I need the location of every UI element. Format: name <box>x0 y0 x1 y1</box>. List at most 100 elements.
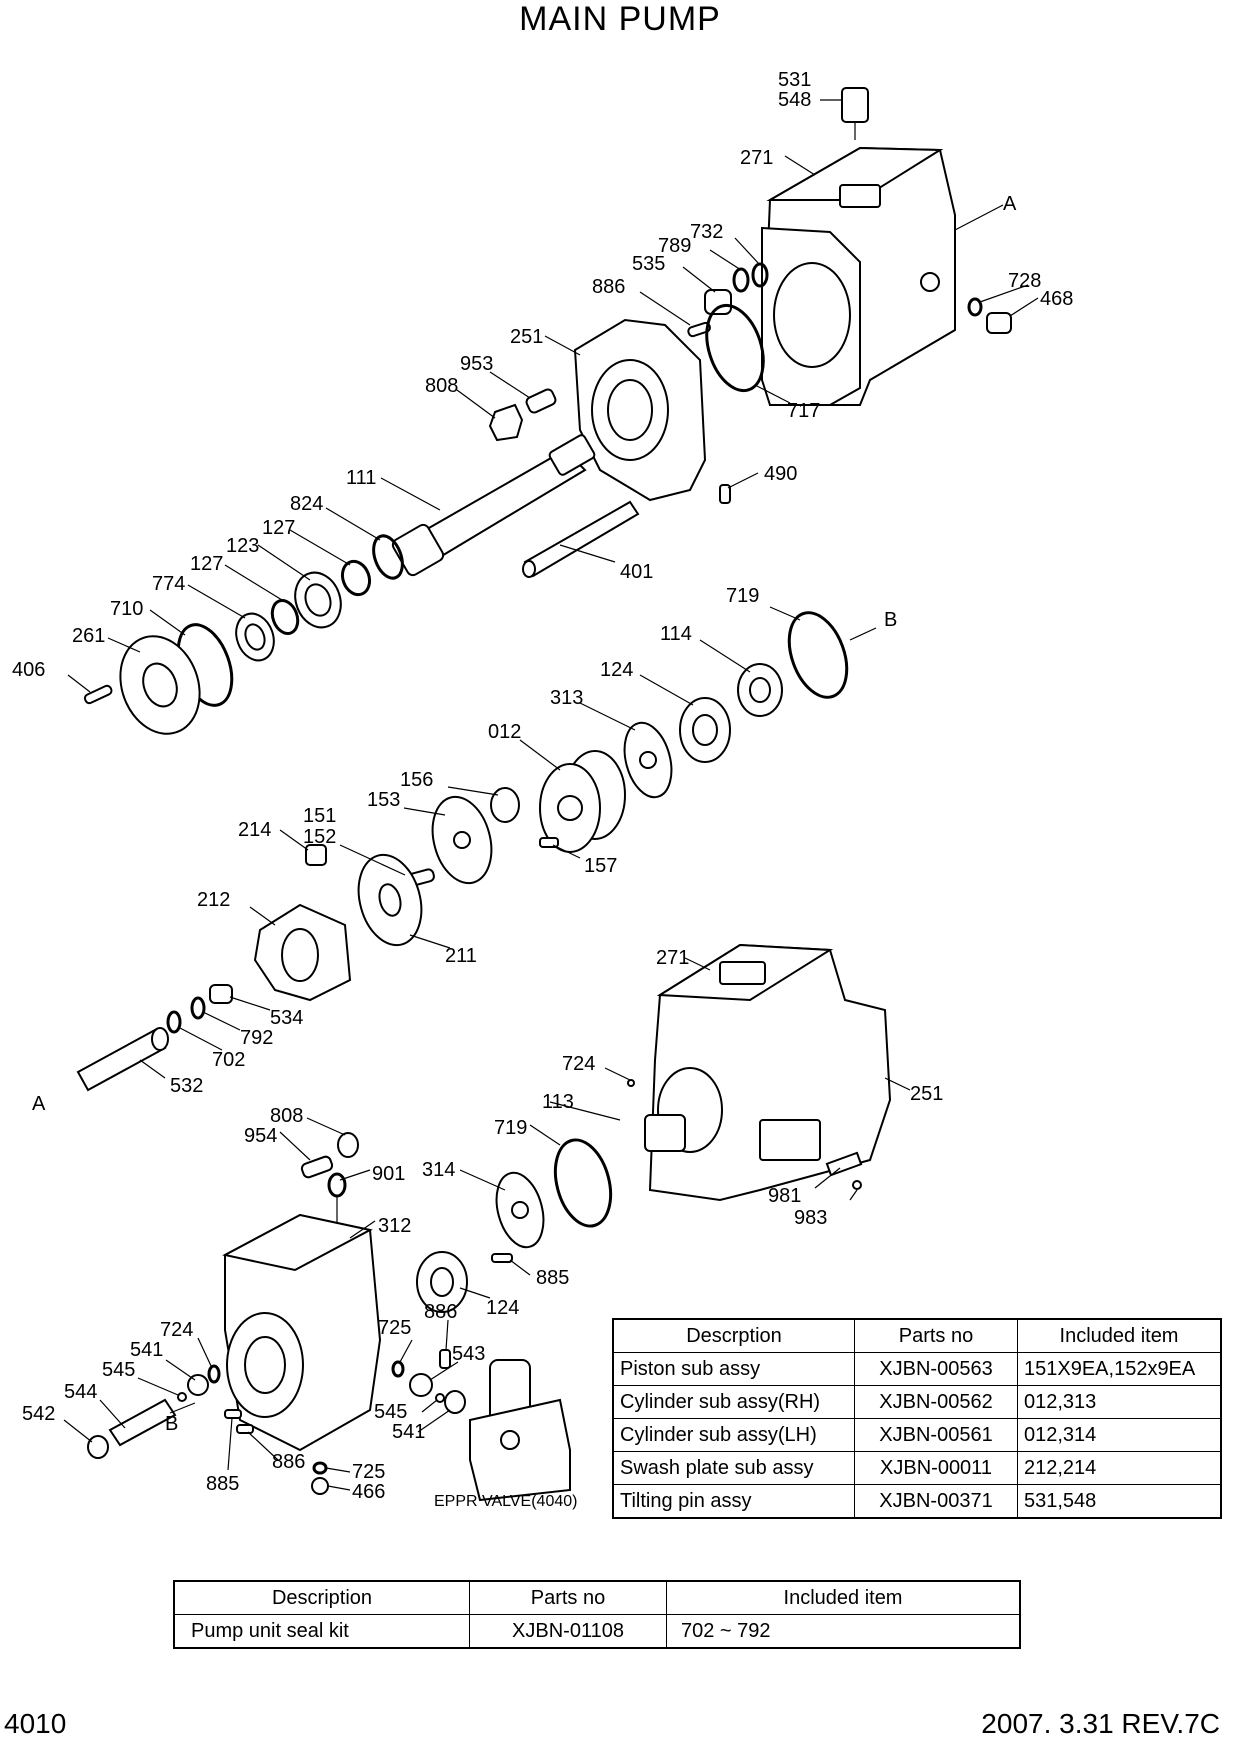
part-732-o-ring <box>751 262 769 288</box>
label-157: 157 <box>584 855 617 877</box>
col-header-parts-no: Parts no <box>469 1580 667 1615</box>
part-724-o-ring <box>627 1079 635 1087</box>
label-012: 012 <box>488 721 521 743</box>
page-title: MAIN PUMP <box>519 0 721 38</box>
label-123: 123 <box>226 535 259 557</box>
label-792: 792 <box>240 1027 273 1049</box>
cell-parts-no: XJBN-00011 <box>854 1451 1018 1485</box>
part-543-plug <box>409 1373 433 1397</box>
label-313: 313 <box>550 687 583 709</box>
cell-included-item: 212,214 <box>1017 1451 1222 1485</box>
part-127-spacer-2 <box>270 599 300 635</box>
part-271-casing-top <box>761 146 956 406</box>
label-490: 490 <box>764 463 797 485</box>
label-548: 548 <box>778 89 811 111</box>
part-981-name-plate <box>825 1151 863 1177</box>
part-885-pin <box>491 1253 513 1263</box>
col-header-included-item: Included item <box>1017 1318 1222 1353</box>
label-534: 534 <box>270 1007 303 1029</box>
part-792-backup-ring <box>190 996 206 1020</box>
cell-parts-no: XJBN-00561 <box>854 1418 1018 1452</box>
label-532: 532 <box>170 1075 203 1097</box>
part-490-plug <box>719 484 731 504</box>
label-725-2: 725 <box>352 1461 385 1483</box>
label-541-2: 541 <box>392 1421 425 1443</box>
cell-description: Pump unit seal kit <box>173 1614 470 1649</box>
label-466: 466 <box>352 1481 385 1503</box>
label-271-2: 271 <box>656 947 689 969</box>
label-124-2: 124 <box>486 1297 519 1319</box>
table-row: Pump unit seal kit XJBN-01108 702 ~ 792 <box>173 1614 1021 1649</box>
part-534-stopper <box>209 984 233 1004</box>
part-012-cylinder-block <box>539 750 626 853</box>
label-261: 261 <box>72 625 105 647</box>
label-886-2: 886 <box>424 1301 457 1323</box>
part-541-seat <box>444 1390 466 1414</box>
label-824: 824 <box>290 493 323 515</box>
sub-assembly-table: Descrption Parts no Included item Piston… <box>612 1318 1222 1519</box>
part-123-roller-bearing <box>294 571 342 629</box>
label-724-2: 724 <box>160 1319 193 1341</box>
part-468-plug <box>986 312 1012 334</box>
part-725-o-ring-2 <box>312 1461 328 1475</box>
label-719-2: 719 <box>494 1117 527 1139</box>
label-111: 111 <box>346 467 376 489</box>
part-954-set-screw <box>300 1155 334 1179</box>
part-885-pin-2 <box>224 1409 242 1419</box>
label-406: 406 <box>12 659 45 681</box>
part-111-drive-shaft <box>391 434 596 577</box>
cell-parts-no: XJBN-00563 <box>854 1352 1018 1386</box>
part-466-plug <box>311 1477 329 1495</box>
part-545-ball-2 <box>177 1392 187 1402</box>
label-808-2: 808 <box>270 1105 303 1127</box>
cell-description: Cylinder sub assy(RH) <box>612 1385 855 1419</box>
eppr-valve <box>469 1359 571 1502</box>
part-824-snap-ring <box>372 534 404 580</box>
label-545-2: 545 <box>374 1401 407 1423</box>
cell-included-item: 012,314 <box>1017 1418 1222 1452</box>
part-406-bolt <box>83 684 113 705</box>
cell-description: Cylinder sub assy(LH) <box>612 1418 855 1452</box>
part-702-o-ring <box>166 1010 182 1034</box>
table-row: Cylinder sub assy(LH) XJBN-00561 012,314 <box>612 1418 1222 1452</box>
label-251-2: 251 <box>910 1083 943 1105</box>
cell-description: Piston sub assy <box>612 1352 855 1386</box>
part-886-pin <box>687 321 711 338</box>
cell-included-item: 151X9EA,152x9EA <box>1017 1352 1222 1386</box>
part-312-valve-block <box>222 1213 382 1452</box>
part-251-valve-block <box>573 318 707 502</box>
cell-included-item: 012,313 <box>1017 1385 1222 1419</box>
part-886-pin-2 <box>439 1349 451 1369</box>
label-725: 725 <box>378 1317 411 1339</box>
label-b: B <box>884 609 897 631</box>
part-212-swash-plate <box>253 903 352 1002</box>
label-531: 531 <box>778 69 811 91</box>
label-271: 271 <box>740 147 773 169</box>
part-542-plug <box>87 1435 109 1459</box>
part-717-o-ring <box>705 303 765 393</box>
label-214: 214 <box>238 819 271 841</box>
label-a: A <box>1003 193 1017 215</box>
part-719-o-ring-2 <box>553 1138 613 1228</box>
part-156-spherical-bushing <box>490 787 520 823</box>
part-313-valve-plate <box>623 721 673 799</box>
part-724-o-ring-2 <box>207 1364 221 1384</box>
part-124-needle-bearing <box>679 697 731 763</box>
label-124: 124 <box>600 659 633 681</box>
label-543: 543 <box>452 1343 485 1365</box>
label-728: 728 <box>1008 270 1041 292</box>
part-127-spacer <box>340 559 372 597</box>
label-152: 152 <box>303 826 336 848</box>
label-886-3: 886 <box>272 1451 305 1473</box>
table-row: Tilting pin assy XJBN-00371 531,548 <box>612 1484 1222 1519</box>
label-885: 885 <box>536 1267 569 1289</box>
cell-description: Tilting pin assy <box>612 1484 855 1519</box>
label-153: 153 <box>367 789 400 811</box>
part-211-shoe-plate <box>357 853 423 947</box>
cell-parts-no: XJBN-01108 <box>469 1614 667 1649</box>
col-header-included-item: Included item <box>666 1580 1021 1615</box>
label-542: 542 <box>22 1403 55 1425</box>
label-312: 312 <box>378 1215 411 1237</box>
part-719-o-ring <box>787 611 849 699</box>
part-401-bolt <box>522 500 640 578</box>
